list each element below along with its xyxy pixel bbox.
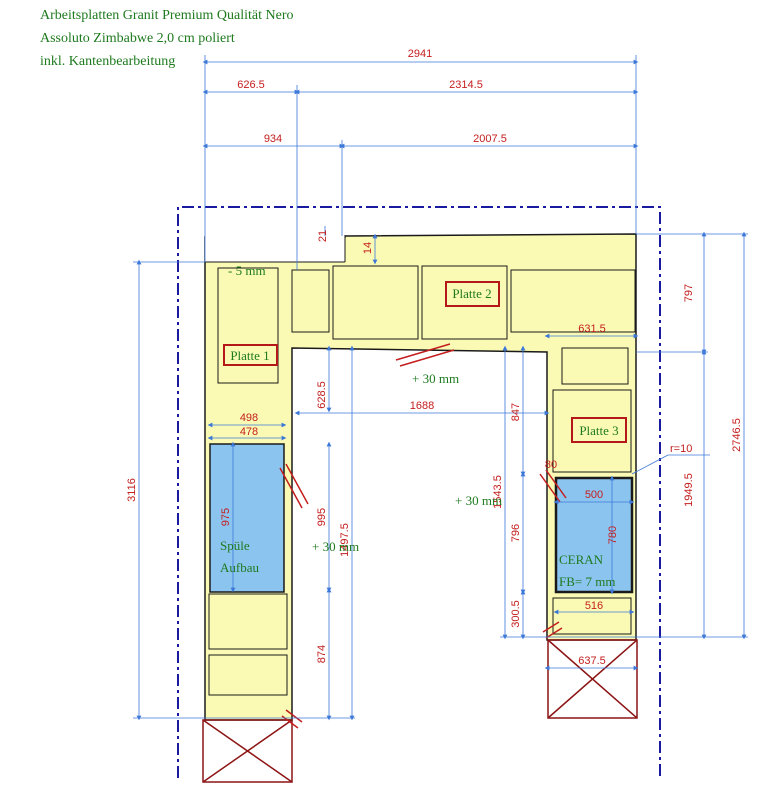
dim-1497: 1497.5: [339, 523, 351, 557]
dim-sink-975: 975: [220, 508, 232, 526]
dim-637: 637.5: [578, 655, 606, 667]
hob-label-2: FB= 7 mm: [559, 574, 615, 589]
dim-628: 628.5: [316, 381, 328, 409]
notch: [205, 236, 345, 262]
dim-1688: 1688: [410, 400, 434, 412]
dim-796: 796: [510, 524, 522, 542]
hob: [554, 476, 634, 594]
dim-hob-780: 780: [607, 526, 619, 544]
dim-left-top: 626.5: [237, 79, 265, 91]
cabinet-top-2: [332, 265, 419, 340]
sink-label-2: Aufbau: [220, 560, 259, 575]
dim-hob-500: 500: [585, 489, 603, 501]
plate-2-box: [445, 281, 500, 307]
dimension-lines: [133, 55, 748, 721]
dim-sink-478: 478: [240, 426, 258, 438]
dim-21: 21: [317, 230, 329, 242]
note-plus30-mid: + 30 mm: [455, 493, 502, 508]
header-line-1: Arbeitsplatten Granit Premium Qualität N…: [40, 8, 294, 23]
sink: [209, 443, 285, 593]
dim-847: 847: [510, 403, 522, 421]
plate-2-label: Platte 2: [452, 286, 491, 301]
cabinet-left-2: [208, 593, 288, 650]
dim-2746: 2746.5: [731, 418, 743, 452]
dim-995: 995: [316, 508, 328, 526]
dim-1543: 1543.5: [492, 475, 504, 509]
dim-right-top: 2314.5: [449, 79, 483, 91]
hob-label-1: CERAN: [559, 552, 604, 567]
dim-radius: r=10: [670, 443, 692, 455]
cabinet-left-top: [217, 267, 279, 384]
dim-left-mid: 934: [264, 133, 282, 145]
dim-1949: 1949.5: [683, 473, 695, 507]
header-line-3: inkl. Kantenbearbeitung: [40, 54, 176, 69]
dim-hob-80: 80: [545, 459, 557, 471]
dim-14: 14: [362, 242, 374, 254]
plate-3-label: Platte 3: [579, 423, 618, 438]
dim-631: 631.5: [578, 323, 606, 335]
cabinet-left-3: [208, 654, 288, 696]
note-minus5: - 5 mm: [228, 263, 266, 278]
wall-outline: [177, 206, 661, 780]
joint-marks: [279, 343, 567, 729]
header-line-2: Assoluto Zimbabwe 2,0 cm poliert: [40, 31, 235, 46]
cabinet-right-1: [561, 347, 629, 385]
note-plus30-top: + 30 mm: [412, 371, 459, 386]
dim-total-width: 2941: [408, 48, 432, 60]
cabinet-right-2: [552, 389, 632, 473]
dim-3116: 3116: [126, 478, 138, 502]
dim-sink-498: 498: [240, 412, 258, 424]
sink-label-1: Spüle: [220, 538, 250, 553]
dim-300: 300.5: [510, 600, 522, 628]
plate-1-label: Platte 1: [230, 348, 269, 363]
plate-3-box: [571, 417, 627, 443]
tall-unit-left: [202, 719, 293, 783]
cabinet-top-3: [421, 265, 508, 340]
cabinet-right-3: [552, 597, 632, 635]
dim-hob-516: 516: [585, 600, 603, 612]
plate-1-box: [223, 344, 278, 366]
dim-797: 797: [683, 284, 695, 302]
dim-right-mid: 2007.5: [473, 133, 507, 145]
dim-874: 874: [316, 645, 328, 663]
tall-unit-right: [547, 639, 638, 719]
cabinet-top-1: [291, 269, 330, 333]
cabinet-top-4: [510, 269, 636, 333]
note-plus30-left: + 30 mm: [312, 539, 359, 554]
